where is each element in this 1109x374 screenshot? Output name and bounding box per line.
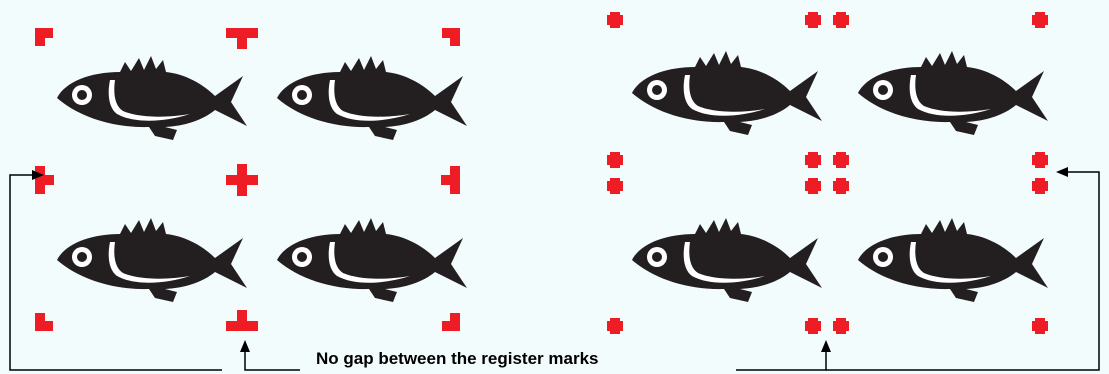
fish-group [57, 51, 1048, 302]
register-mark-icon [226, 164, 258, 196]
center-left-pointer [245, 350, 300, 370]
register-mark-icon [833, 318, 849, 334]
register-mark-icon [1032, 12, 1048, 28]
register-mark-icon [35, 313, 53, 331]
register-mark-icon [805, 152, 821, 168]
register-mark-icon [833, 152, 849, 168]
register-mark-icon [35, 28, 53, 46]
register-mark-icon [607, 152, 623, 168]
fish-icon [632, 218, 822, 302]
register-mark-icon [607, 12, 623, 28]
center-right-pointer [736, 350, 826, 370]
fish-icon [858, 218, 1048, 302]
fish-icon [57, 218, 247, 302]
register-mark-icon [833, 178, 849, 194]
register-mark-icon [226, 28, 258, 49]
fish-icon [277, 218, 467, 302]
register-mark-icon [1032, 318, 1048, 334]
register-mark-icon [607, 318, 623, 334]
right-bracket-arrowhead [1056, 167, 1068, 177]
register-mark-icon [35, 166, 54, 194]
register-mark-icon [805, 318, 821, 334]
register-mark-icon [442, 28, 460, 46]
register-marks-group [35, 12, 1048, 334]
register-mark-icon [805, 178, 821, 194]
register-mark-icon [1032, 178, 1048, 194]
fish-icon [57, 56, 247, 140]
register-mark-icon [226, 310, 258, 331]
caption: No gap between the register marks [316, 349, 598, 369]
fish-icon [632, 51, 822, 135]
register-mark-icon [442, 313, 460, 331]
register-mark-icon [833, 12, 849, 28]
register-mark-icon [1032, 152, 1048, 168]
center-right-arrowhead [821, 340, 831, 352]
fish-icon [277, 56, 467, 140]
register-mark-icon [607, 178, 623, 194]
register-mark-icon [805, 12, 821, 28]
fish-icon [858, 51, 1048, 135]
center-left-arrowhead [240, 340, 250, 352]
register-mark-icon [441, 166, 460, 194]
